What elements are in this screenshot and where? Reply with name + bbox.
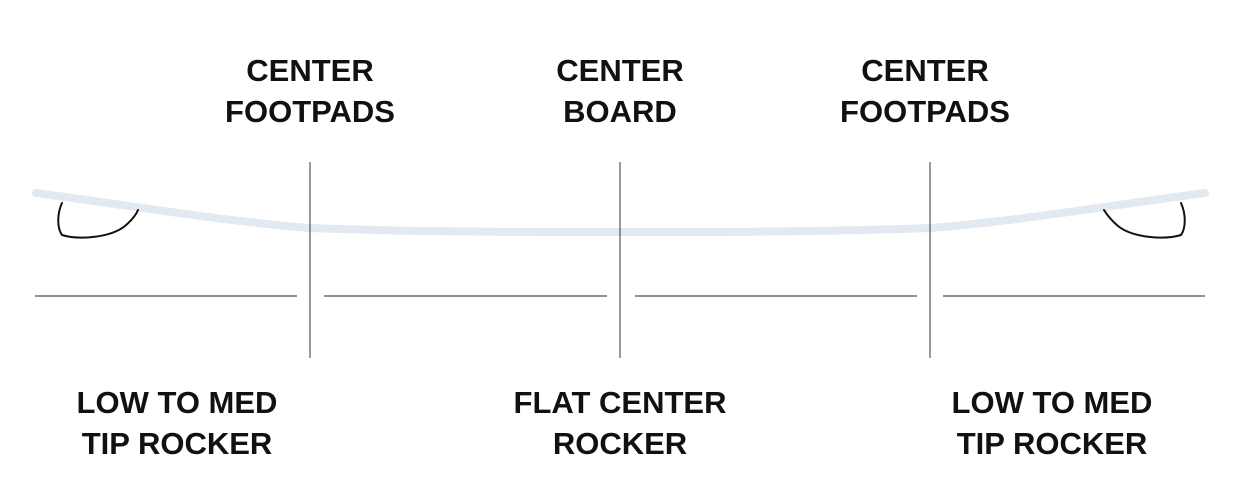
label-line: CENTER: [861, 53, 989, 88]
label-line: FOOTPADS: [840, 94, 1010, 129]
label-line: CENTER: [246, 53, 374, 88]
label-line: CENTER: [556, 53, 684, 88]
label-line: FOOTPADS: [225, 94, 395, 129]
label-center-board: CENTER BOARD: [517, 50, 723, 132]
label-line: TIP ROCKER: [956, 426, 1148, 461]
left-tip-rocker-mark: [57, 202, 139, 239]
label-line: FLAT CENTER: [513, 385, 727, 420]
label-tip-rocker-right: LOW TO MED TIP ROCKER: [932, 382, 1172, 464]
label-flat-center-rocker: FLAT CENTER ROCKER: [490, 382, 750, 464]
label-line: ROCKER: [552, 426, 688, 461]
label-line: BOARD: [563, 94, 677, 129]
label-tip-rocker-left: LOW TO MED TIP ROCKER: [57, 382, 297, 464]
label-center-footpads-right: CENTER FOOTPADS: [822, 50, 1028, 132]
label-center-footpads-left: CENTER FOOTPADS: [207, 50, 413, 132]
right-tip-rocker-mark: [1103, 202, 1186, 239]
label-line: TIP ROCKER: [81, 426, 273, 461]
label-line: LOW TO MED: [951, 385, 1153, 420]
label-line: LOW TO MED: [76, 385, 278, 420]
